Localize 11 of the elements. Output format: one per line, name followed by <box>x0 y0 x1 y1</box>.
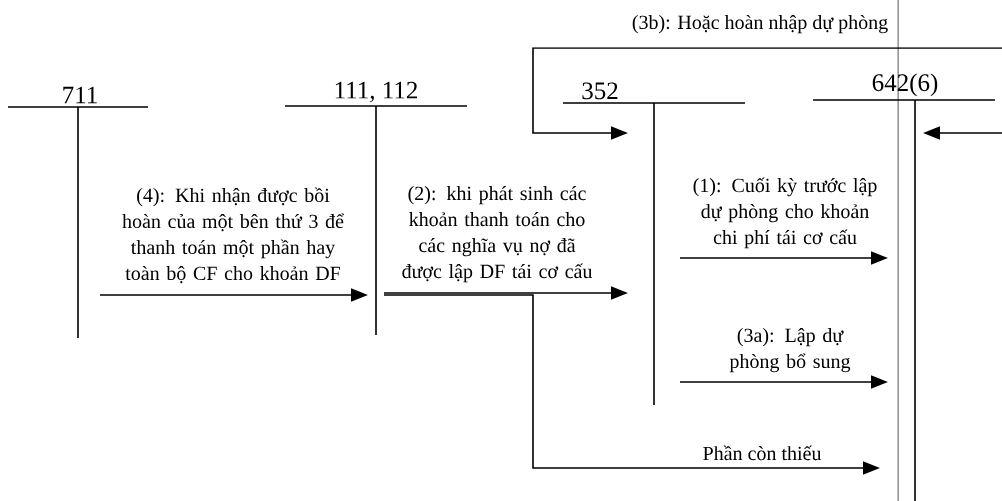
edge-label: (1): Cuối kỳ trước lập dự phòng cho khoản chi phí tái cơ cấu <box>693 177 877 249</box>
account-number: 642(6) <box>872 73 938 97</box>
account-number: 711 <box>63 86 97 104</box>
account-number: 111, 112 <box>335 81 417 103</box>
edge-label: (4): Khi nhận được bồi hoàn của một bên thứ 3 để thanh toán một phần hay toàn bộ CF cho khoản DF <box>122 187 344 284</box>
edge-label: Phần còn thiếu <box>703 445 822 461</box>
edge-label: (3a): Lập dự phòng bổ sung <box>729 328 851 373</box>
edge-label: (3b): Hoặc hoàn nhập dự phòng <box>632 14 888 34</box>
arrow <box>532 47 1002 140</box>
edge-label: (2): khi phát sinh các khoản thanh toán cho các nghĩa vụ nợ đã được lập DF tái cơ cấu <box>402 186 593 283</box>
account-number: 352 <box>582 82 618 100</box>
